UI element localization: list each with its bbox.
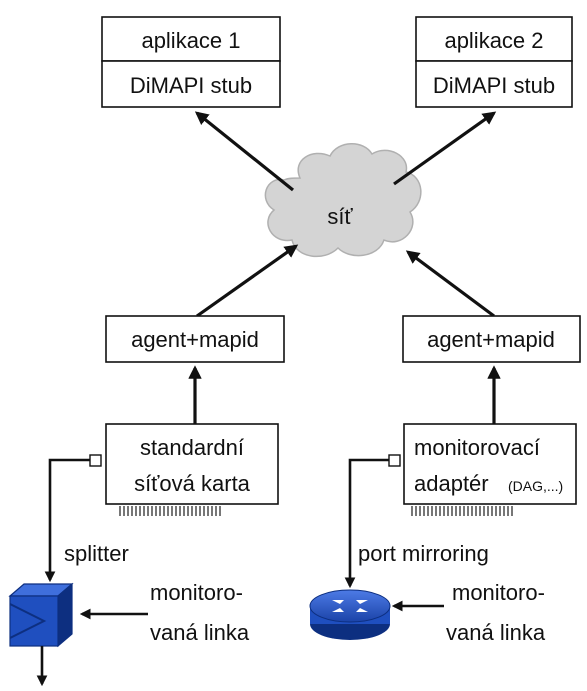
app-stack-1: aplikace 1 DiMAPI stub bbox=[101, 16, 281, 108]
port-mirroring-label: port mirroring bbox=[358, 541, 489, 566]
tap-line-right bbox=[344, 458, 389, 589]
agent-box-1 bbox=[105, 315, 285, 363]
monitoring-adapter-2: monitorovací adaptér (DAG,...) bbox=[388, 423, 577, 516]
link-right-line2: vaná linka bbox=[446, 620, 546, 645]
network-card-1: standardní síťová karta bbox=[89, 423, 279, 516]
card-1-port bbox=[89, 454, 102, 467]
card-2-line1: monitorovací bbox=[414, 435, 540, 460]
stub-box-1 bbox=[101, 60, 281, 108]
app-stack-2: aplikace 2 DiMAPI stub bbox=[415, 16, 573, 108]
stub-label-1: DiMAPI stub bbox=[130, 73, 252, 98]
card-2-port bbox=[388, 454, 401, 467]
agent-label-2: agent+mapid bbox=[427, 327, 555, 352]
card-box-2 bbox=[403, 423, 577, 505]
card-2-line2-small: (DAG,...) bbox=[508, 478, 563, 494]
card-2-line2: adaptér bbox=[414, 471, 489, 496]
stub-label-2: DiMAPI stub bbox=[433, 73, 555, 98]
arrow-cloud-to-stub-2 bbox=[393, 111, 497, 186]
agent-2: agent+mapid bbox=[402, 315, 581, 363]
arrow-cloud-to-stub-1 bbox=[194, 111, 295, 192]
cloud-shape bbox=[264, 143, 422, 258]
router-icon bbox=[309, 589, 391, 640]
link-right-line1: monitoro- bbox=[452, 580, 545, 605]
arrow-agent-2-to-cloud bbox=[405, 250, 495, 318]
tap-line-left bbox=[44, 458, 90, 583]
agent-box-2 bbox=[402, 315, 581, 363]
link-left-line2: vaná linka bbox=[150, 620, 250, 645]
card-1-line2: síťová karta bbox=[134, 471, 251, 496]
card-2-connector-pins bbox=[411, 506, 513, 516]
stub-box-2 bbox=[415, 60, 573, 108]
card-box-1 bbox=[105, 423, 279, 505]
splitter-icon bbox=[8, 582, 74, 648]
network-cloud: síť bbox=[264, 143, 422, 258]
card-1-line1: standardní bbox=[140, 435, 244, 460]
arrow-agent-1-to-cloud bbox=[196, 244, 299, 318]
card-1-connector-pins bbox=[119, 506, 221, 516]
app-box-1 bbox=[101, 16, 281, 62]
agent-1: agent+mapid bbox=[105, 315, 285, 363]
app-label-2: aplikace 2 bbox=[444, 28, 543, 53]
network-label: síť bbox=[327, 204, 353, 229]
link-left-line1: monitoro- bbox=[150, 580, 243, 605]
splitter-label: splitter bbox=[64, 541, 129, 566]
agent-label-1: agent+mapid bbox=[131, 327, 259, 352]
app-label-1: aplikace 1 bbox=[141, 28, 240, 53]
